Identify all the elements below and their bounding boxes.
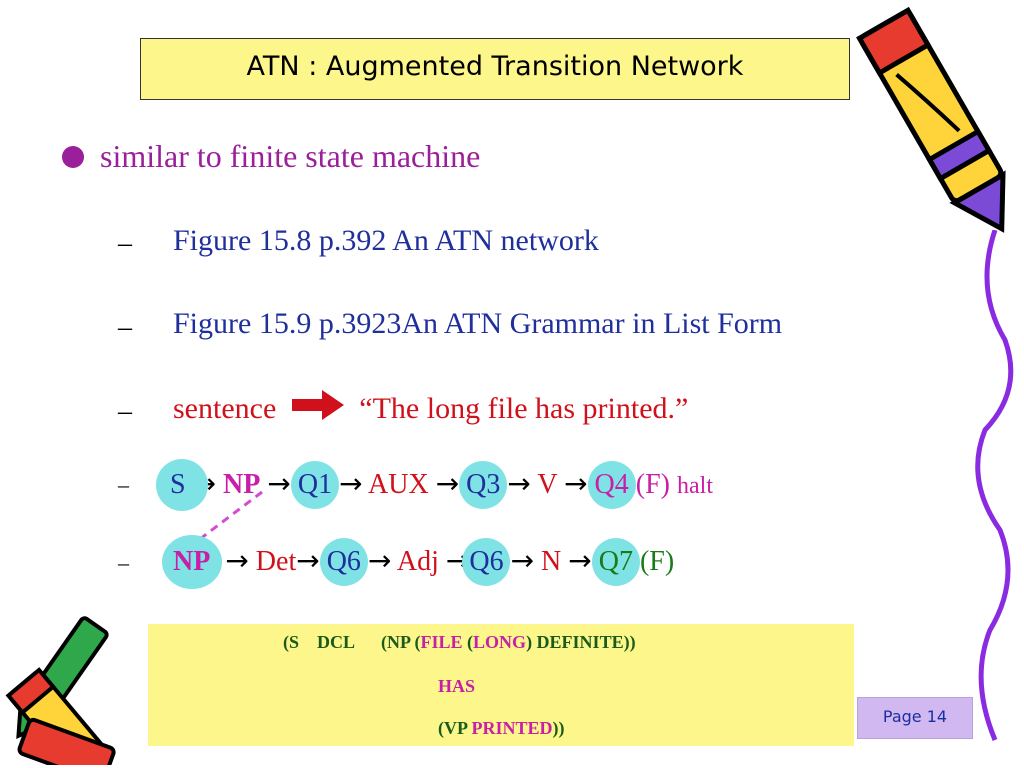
arrow-icon: → — [267, 467, 291, 500]
thick-arrow-icon — [291, 390, 344, 420]
slide-title: ATN : Augmented Transition Network — [246, 51, 744, 82]
arrow-icon: → — [367, 544, 392, 577]
arrow-icon: → — [507, 467, 531, 500]
v-label: V — [537, 469, 558, 500]
atn-sequence-1: S → NP → Q1 → AUX → Q3 → V → Q4 (F) halt — [155, 459, 714, 511]
arrow-icon: → — [225, 544, 249, 577]
final-marker: (F) — [639, 546, 675, 577]
list-line-2: HAS — [438, 676, 476, 696]
arrow-icon: → — [564, 467, 588, 500]
arrow-icon: → — [339, 467, 363, 500]
title-box: ATN : Augmented Transition Network — [140, 38, 850, 100]
crayon-illustration-top-right — [856, 6, 1006, 233]
sentence-quote: “The long file has printed.” — [359, 392, 689, 425]
list-line-3: (VP PRINTED)) — [438, 718, 565, 738]
fig-15-8-text: Figure 15.8 p.392 An ATN network — [173, 224, 599, 257]
arrow-icon: → — [296, 544, 320, 577]
halt-label: halt — [677, 473, 714, 499]
np-label: NP — [223, 469, 261, 500]
dash-1: – — [118, 228, 132, 259]
crayons-illustration-bottom-left — [5, 616, 116, 765]
n-label: N — [541, 546, 562, 577]
page-number: Page 14 — [882, 707, 948, 726]
node-q6-b: Q6 — [462, 538, 511, 586]
final-marker: (F) — [635, 469, 671, 500]
node-np: NP — [161, 535, 222, 589]
adj-label: Adj — [396, 546, 439, 577]
node-q7: Q7 — [591, 538, 640, 586]
arrow-icon: → — [435, 467, 460, 500]
dash-5: – — [118, 550, 129, 575]
bullet-dot — [62, 146, 84, 168]
aux-label: AUX — [368, 469, 429, 500]
bullet-text: similar to finite state machine — [100, 138, 481, 174]
sentence-label: sentence — [173, 392, 277, 425]
page-number-box: Page 14 — [857, 697, 973, 739]
node-q3: Q3 — [459, 461, 508, 509]
node-s: S — [155, 459, 208, 511]
node-q4: Q4 — [587, 461, 636, 509]
sentence-row: sentence “The long file has printed.” — [173, 390, 688, 426]
arrow-icon: → — [510, 544, 535, 577]
node-q6-a: Q6 — [319, 538, 368, 586]
dash-3: – — [118, 396, 132, 427]
dash-4: – — [118, 472, 129, 497]
det-label: Det — [255, 546, 297, 577]
node-q1: Q1 — [290, 461, 339, 509]
arrow-icon: → — [568, 544, 592, 577]
dash-2: – — [118, 312, 132, 343]
fig-15-9-text: Figure 15.9 p.3923An ATN Grammar in List… — [173, 307, 783, 340]
atn-sequence-2: NP → Det→ Q6 → Adj →Q6 → N → Q7 (F) — [161, 535, 675, 589]
squiggle-decoration — [975, 230, 1014, 741]
